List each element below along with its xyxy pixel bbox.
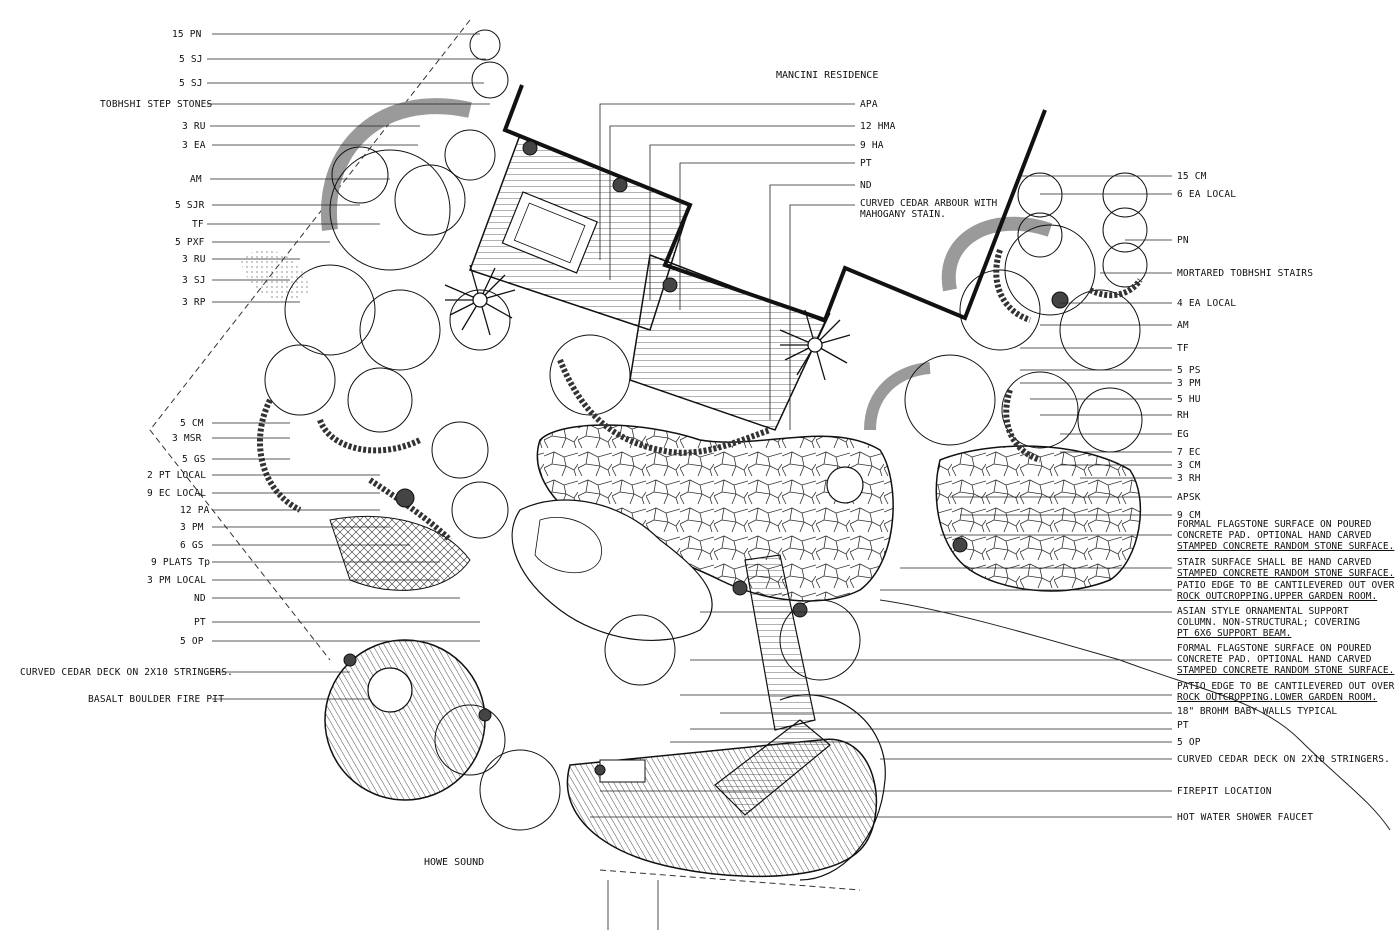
- left-label: 9 PLATS Tp: [151, 557, 211, 568]
- right-label: 9 CM: [1177, 510, 1201, 521]
- right-label: 3 CM: [1177, 460, 1201, 471]
- left-label: BASALT BOULDER FIRE PIT: [88, 694, 225, 705]
- right-label: EG: [1177, 429, 1189, 440]
- arbour-note: CURVED CEDAR ARBOUR WITH MAHOGANY STAIN.: [860, 198, 998, 220]
- right-label: AM: [1177, 320, 1189, 331]
- left-label: 3 MSR: [172, 433, 202, 444]
- left-label: 5 CM: [180, 418, 204, 429]
- note-patio-upper: PATIO EDGE TO BE CANTILEVERED OUT OVER R…: [1177, 580, 1395, 602]
- note-stair-surface: STAIR SURFACE SHALL BE HAND CARVED STAMP…: [1177, 557, 1395, 579]
- left-label: 5 SJR: [175, 200, 205, 211]
- left-label: 5 SJ: [179, 78, 203, 89]
- note-flagstone-upper: FORMAL FLAGSTONE SURFACE ON POURED CONCR…: [1177, 519, 1395, 552]
- center-label: PT: [860, 158, 872, 169]
- center-label: 12 HMA: [860, 121, 896, 132]
- left-label: 6 GS: [180, 540, 204, 551]
- left-label: PT: [194, 617, 206, 628]
- left-label: TF: [192, 219, 204, 230]
- right-label: TF: [1177, 343, 1189, 354]
- center-label: 9 HA: [860, 140, 884, 151]
- right-bottom-label: PT: [1177, 720, 1189, 731]
- right-label: 7 EC: [1177, 447, 1201, 458]
- left-label: 3 RP: [182, 297, 206, 308]
- water-body-label: HOWE SOUND: [424, 857, 485, 868]
- left-label: ND: [194, 593, 206, 604]
- left-label: AM: [190, 174, 202, 185]
- left-label: 3 PM: [180, 522, 204, 533]
- left-label: 12 PA: [180, 505, 210, 516]
- left-label: 5 PXF: [175, 237, 205, 248]
- left-label: 3 SJ: [182, 275, 206, 286]
- left-label: 3 RU: [182, 121, 206, 132]
- left-label: 5 SJ: [179, 54, 203, 65]
- right-label: RH: [1177, 410, 1189, 421]
- left-label: 5 OP: [180, 636, 204, 647]
- right-label: 6 EA LOCAL: [1177, 189, 1237, 200]
- center-label: APA: [860, 99, 878, 110]
- drawing-title: MANCINI RESIDENCE: [776, 70, 879, 81]
- right-label: 3 RH: [1177, 473, 1201, 484]
- right-bottom-label: HOT WATER SHOWER FAUCET: [1177, 812, 1314, 823]
- left-label: TOBHSHI STEP STONES: [100, 99, 213, 110]
- right-label: APSK: [1177, 492, 1201, 503]
- note-flagstone-lower: FORMAL FLAGSTONE SURFACE ON POURED CONCR…: [1177, 643, 1395, 676]
- right-bottom-label: FIREPIT LOCATION: [1177, 786, 1272, 797]
- right-label: 15 CM: [1177, 171, 1207, 182]
- left-label: CURVED CEDAR DECK ON 2X10 STRINGERS.: [20, 667, 234, 678]
- right-label: 5 HU: [1177, 394, 1201, 405]
- right-label: PN: [1177, 235, 1189, 246]
- right-label: 3 PM: [1177, 378, 1201, 389]
- right-label: 5 PS: [1177, 365, 1201, 376]
- left-label: 2 PT LOCAL: [147, 470, 207, 481]
- note-support-column: ASIAN STYLE ORNAMENTAL SUPPORT COLUMN. N…: [1177, 606, 1361, 639]
- left-label: 15 PN: [172, 29, 202, 40]
- left-label: 3 EA: [182, 140, 206, 151]
- left-label: 3 RU: [182, 254, 206, 265]
- right-label: 4 EA LOCAL: [1177, 298, 1237, 309]
- left-label: 3 PM LOCAL: [147, 575, 207, 586]
- right-bottom-label: 5 OP: [1177, 737, 1201, 748]
- left-label: 9 EC LOCAL: [147, 488, 207, 499]
- right-label: MORTARED TOBHSHI STAIRS: [1177, 268, 1314, 279]
- center-label: ND: [860, 180, 872, 191]
- note-patio-lower: PATIO EDGE TO BE CANTILEVERED OUT OVER R…: [1177, 681, 1395, 703]
- note-baby-walls: 18" BROHM BABY WALLS TYPICAL: [1177, 706, 1338, 717]
- right-bottom-label: CURVED CEDAR DECK ON 2X10 STRINGERS.: [1177, 754, 1391, 765]
- left-label: 5 GS: [182, 454, 206, 465]
